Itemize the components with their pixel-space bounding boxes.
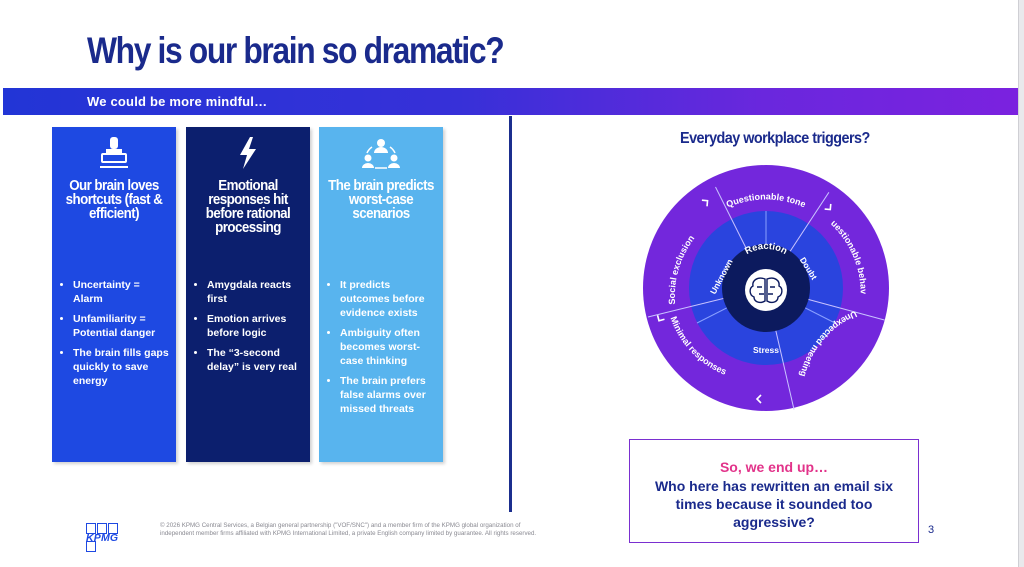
legal-footer: © 2026 KPMG Central Services, a Belgian … xyxy=(160,522,537,537)
kpmg-logo: KPMG xyxy=(84,521,128,552)
banner-text: We could be more mindful… xyxy=(87,94,268,109)
card-bullets: Uncertainty = Alarm Unfamiliarity = Pote… xyxy=(59,278,172,394)
card-bullets: It predicts outcomes before evidence exi… xyxy=(326,278,439,422)
subtitle-banner: We could be more mindful… xyxy=(3,88,1018,115)
callout-question: Who here has rewritten an email six time… xyxy=(654,478,894,530)
center-label: Reaction xyxy=(743,241,789,257)
lightning-icon xyxy=(186,135,310,171)
bullet: Emotion arrives before logic xyxy=(207,312,306,340)
brain-badge xyxy=(745,269,787,311)
brain-icon xyxy=(749,277,783,304)
svg-text:Reaction: Reaction xyxy=(743,241,789,257)
page-number: 3 xyxy=(928,524,935,536)
card-heading: Emotional responses hit before rational … xyxy=(205,178,291,236)
stamp-icon xyxy=(52,135,176,171)
logo-text: KPMG xyxy=(86,532,119,544)
card-heading: The brain predicts worst-case scenarios xyxy=(328,178,434,222)
bullet: The brain fills gaps quickly to save ene… xyxy=(73,346,172,388)
wheel-title: Everyday workplace triggers? xyxy=(680,130,870,147)
bullet: The brain prefers false alarms over miss… xyxy=(340,374,439,416)
bullet: Unfamiliarity = Potential danger xyxy=(73,312,172,340)
bullet: It predicts outcomes before evidence exi… xyxy=(340,278,439,320)
bullet: The “3-second delay” is very real xyxy=(207,346,306,374)
callout-lead: So, we end up… xyxy=(719,459,829,475)
card-shortcuts: Our brain loves shortcuts (fast & effici… xyxy=(52,127,176,462)
wheel-arrow-icons xyxy=(656,199,832,404)
triggers-wheel: Reaction Questionable tone Questionable … xyxy=(638,160,889,411)
bullet: Ambiguity often becomes worst-case think… xyxy=(340,326,439,368)
slide-title: Why is our brain so dramatic? xyxy=(87,30,505,71)
inner-stress: Stress xyxy=(753,345,779,355)
bullet: Amygdala reacts first xyxy=(207,278,306,306)
vertical-divider xyxy=(509,116,512,512)
card-heading: Our brain loves shortcuts (fast & effici… xyxy=(65,178,163,222)
people-network-icon xyxy=(319,135,443,171)
card-emotional: Emotional responses hit before rational … xyxy=(186,127,310,462)
card-bullets: Amygdala reacts first Emotion arrives be… xyxy=(193,278,306,380)
bullet: Uncertainty = Alarm xyxy=(73,278,172,306)
callout-box: So, we end up… Who here has rewritten an… xyxy=(629,439,919,543)
card-worst-case: The brain predicts worst-case scenarios … xyxy=(319,127,443,462)
logo-boxes xyxy=(86,521,128,557)
